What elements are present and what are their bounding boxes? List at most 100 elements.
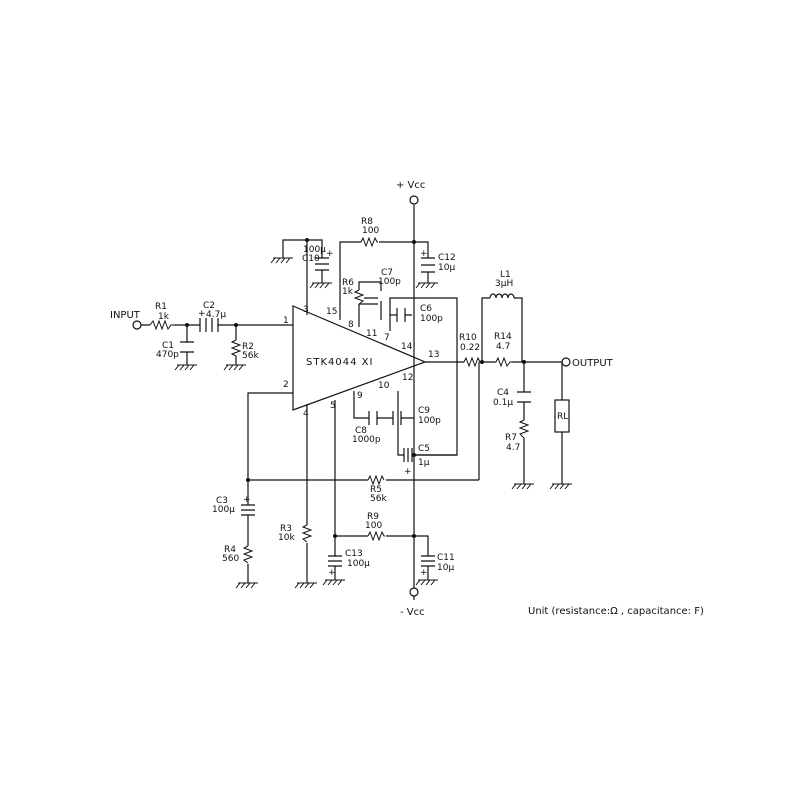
pin-11: 11 <box>366 329 377 339</box>
resistor-r4 <box>242 545 254 564</box>
resistor-r5 <box>367 474 385 486</box>
r7-value: 4.7 <box>506 443 520 453</box>
c13-ref: C13 <box>345 549 363 559</box>
c11-value: 10μ <box>437 563 454 573</box>
ground-r7 <box>511 483 534 490</box>
c4-value: 0.1μ <box>493 398 513 408</box>
resistor-r6 <box>353 289 365 305</box>
ground-c1 <box>174 364 197 371</box>
wires <box>141 205 563 600</box>
svg-text:+: + <box>420 249 428 259</box>
resistor-r9 <box>367 530 385 542</box>
terminals: INPUT OUTPUT + Vcc - Vcc <box>110 180 614 618</box>
c6-ref: C6 <box>420 304 432 314</box>
component-labels: R1 1k C1 470p C2 4.7μ R2 56k C3 100μ R4 … <box>155 217 568 573</box>
r6-value: 1k <box>342 287 354 297</box>
resistor-r2 <box>230 339 242 357</box>
c7-ref: C7 <box>381 268 393 278</box>
pin-7: 7 <box>384 333 390 343</box>
r14-value: 4.7 <box>496 342 510 352</box>
inductor-l1 <box>489 293 515 299</box>
c7-value: 100p <box>378 277 401 287</box>
r5-ref: R5 <box>370 485 382 495</box>
capacitor-c8 <box>368 411 378 425</box>
capacitor-c5 <box>403 448 413 462</box>
pin-5: 5 <box>330 401 336 411</box>
r1-value: 1k <box>158 312 170 322</box>
ground-symbols <box>174 257 572 589</box>
c2-value: 4.7μ <box>206 310 226 320</box>
ground-r4 <box>235 582 258 589</box>
c1-value: 470p <box>156 350 179 360</box>
load-resistor-rl <box>554 399 570 433</box>
pin-13: 13 <box>428 350 439 360</box>
r3-ref: R3 <box>280 524 292 534</box>
pin-12: 12 <box>402 373 413 383</box>
vcc-neg-label: - Vcc <box>400 607 425 618</box>
ic-label: STK4044 XI <box>306 357 373 368</box>
r14-ref: R14 <box>494 332 512 342</box>
r8-value: 100 <box>362 226 379 236</box>
c9-ref: C9 <box>418 406 430 416</box>
c5-ref: C5 <box>418 444 430 454</box>
capacitor-c1 <box>180 341 194 353</box>
c2-ref: C2 <box>203 301 215 311</box>
c8-value: 1000p <box>352 435 381 445</box>
input-terminal <box>132 320 142 330</box>
capacitors: + + + + + + + <box>180 249 531 578</box>
svg-text:+: + <box>328 568 336 578</box>
resistor-r3 <box>301 524 313 543</box>
resistor-r7 <box>518 419 530 439</box>
c3-ref: C3 <box>216 496 228 506</box>
r10-ref: R10 <box>459 333 477 343</box>
ground-rl <box>549 483 572 490</box>
c10-value: 100μ <box>303 245 326 255</box>
ground-r3 <box>294 582 317 589</box>
output-label: OUTPUT <box>572 358 614 369</box>
c12-ref: C12 <box>438 253 456 263</box>
capacitor-c3 <box>241 504 255 516</box>
vcc-pos-label: + Vcc <box>396 180 425 191</box>
capacitor-c6 <box>396 308 406 322</box>
l1-value: 3μH <box>495 279 513 289</box>
junctions <box>185 238 526 538</box>
svg-text:+: + <box>243 495 251 505</box>
pin-1: 1 <box>283 316 289 326</box>
capacitor-c7 <box>364 297 378 305</box>
c6-value: 100p <box>420 314 443 324</box>
vcc-neg-terminal <box>409 587 419 597</box>
ic-stk4044: STK4044 XI <box>292 305 427 411</box>
capacitor-c2 <box>199 318 219 332</box>
svg-text:+: + <box>198 309 206 319</box>
svg-text:+: + <box>404 467 412 477</box>
pin-9: 9 <box>357 391 363 401</box>
c12-value: 10μ <box>438 263 455 273</box>
ground-r2 <box>223 364 246 371</box>
r10-value: 0.22 <box>460 343 480 353</box>
r5-value: 56k <box>370 494 387 504</box>
r9-ref: R9 <box>367 512 379 522</box>
resistor-r14 <box>495 356 512 368</box>
ground-c10 <box>270 257 293 264</box>
c9-value: 100p <box>418 416 441 426</box>
resistors <box>149 236 570 564</box>
c13-value: 100μ <box>347 559 370 569</box>
resistor-r10 <box>463 356 481 368</box>
input-label: INPUT <box>110 310 141 321</box>
pin-14: 14 <box>401 342 413 352</box>
rl-ref: RL <box>557 412 568 422</box>
r2-value: 56k <box>242 351 259 361</box>
c5-value: 1μ <box>418 458 430 468</box>
ground-c11 <box>415 579 438 586</box>
resistor-r1 <box>149 319 174 331</box>
pin-3: 3 <box>303 305 309 315</box>
svg-text:+: + <box>420 568 428 578</box>
r8-ref: R8 <box>361 217 373 227</box>
resistor-r8 <box>360 236 378 248</box>
r2-ref: R2 <box>242 342 254 352</box>
vcc-pos-terminal <box>409 195 419 205</box>
unit-note: Unit (resistance:Ω , capacitance: F) <box>528 606 704 617</box>
c10-ref: C10 <box>302 254 320 264</box>
pin-15: 15 <box>326 307 337 317</box>
